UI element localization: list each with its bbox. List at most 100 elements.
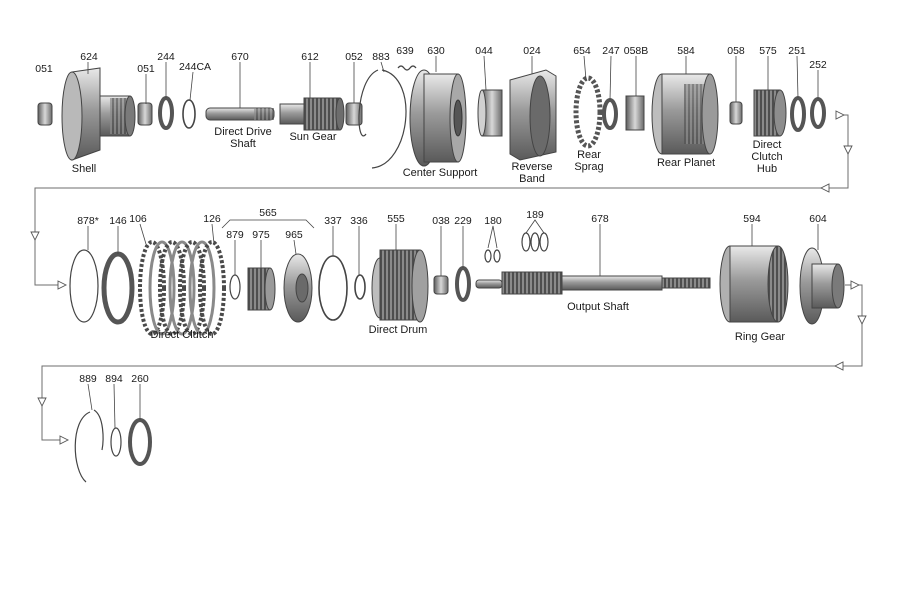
part-number: 126 [203, 213, 221, 225]
part-number: 146 [109, 215, 127, 227]
part-146-plate [101, 251, 135, 325]
part-624-shell [61, 67, 136, 161]
flow-arrow-down [37, 397, 47, 408]
part-number: 965 [285, 229, 303, 241]
part-number: 565 [259, 207, 277, 219]
part-caption: Sun Gear [289, 131, 336, 143]
part-number: 594 [743, 213, 761, 225]
part-252-washer [810, 97, 826, 129]
part-654-rear-sprag [573, 75, 603, 149]
flow-arrow-right [850, 280, 861, 290]
part-number: 058 [727, 45, 745, 57]
caption-line: Shell [72, 163, 96, 175]
flow-arrow-right [57, 280, 68, 290]
part-879-ring [229, 274, 241, 300]
part-number: 229 [454, 215, 472, 227]
caption-line: Clutch [751, 151, 782, 163]
caption-line: Shaft [230, 138, 256, 150]
part-number: 189 [526, 209, 544, 221]
part-number: 624 [80, 51, 98, 63]
part-number: 555 [387, 213, 405, 225]
part-604-flange [799, 247, 845, 325]
part-number: 336 [350, 215, 368, 227]
part-106-126-direct-clutch-pack [138, 240, 226, 336]
part-number: 260 [131, 373, 149, 385]
part-894-ring [110, 427, 122, 457]
part-caption: Direct Drum [369, 324, 428, 336]
part-058b-race [625, 95, 645, 131]
part-180-seal-rings [484, 249, 501, 263]
part-251-washer [790, 96, 806, 132]
caption-line: Sprag [574, 161, 603, 173]
part-number: 612 [301, 51, 319, 63]
part-244ca-ring [182, 99, 196, 129]
part-878-snap-ring [69, 249, 99, 323]
part-caption: Direct Clutch [151, 329, 214, 341]
part-number: 337 [324, 215, 342, 227]
part-189-seal-rings [521, 232, 549, 252]
part-number: 024 [523, 45, 541, 57]
part-584-rear-planet [651, 73, 719, 155]
part-051-bushing-2 [137, 102, 153, 126]
part-630-center-support [409, 69, 467, 167]
part-number: 879 [226, 229, 244, 241]
part-number: 883 [372, 51, 390, 63]
row-1-parts [37, 65, 826, 169]
part-number: 051 [137, 63, 155, 75]
part-058-bushing [729, 101, 743, 125]
part-975-spring-assembly [247, 267, 276, 311]
caption-line: Hub [757, 163, 777, 175]
part-number: 678 [591, 213, 609, 225]
part-244-washer [158, 96, 174, 130]
caption-line: Rear Planet [657, 157, 715, 169]
part-555-direct-drum [371, 249, 429, 323]
caption-line: Direct Clutch [151, 329, 214, 341]
flow-arrow-down [30, 231, 40, 242]
caption-line: Center Support [403, 167, 478, 179]
part-260-washer [128, 418, 152, 466]
part-number: 251 [788, 45, 806, 57]
part-336-seal [354, 274, 366, 300]
flow-arrows [30, 110, 867, 445]
part-number: 051 [35, 63, 53, 75]
caption-line: Ring Gear [735, 331, 785, 343]
flow-arrow-down [843, 145, 853, 156]
part-caption: Shell [72, 163, 96, 175]
part-number: 575 [759, 45, 777, 57]
flow-arrow-left [833, 361, 844, 371]
caption-line: Output Shaft [567, 301, 629, 313]
part-number: 878* [77, 215, 99, 227]
part-number: 654 [573, 45, 591, 57]
caption-line: Sun Gear [289, 131, 336, 143]
part-number: 639 [396, 45, 414, 57]
part-678-output-shaft [475, 271, 711, 295]
part-number: 244 [157, 51, 175, 63]
part-965-piston [283, 253, 313, 323]
part-caption: Ring Gear [735, 331, 785, 343]
part-number: 670 [231, 51, 249, 63]
part-number: 889 [79, 373, 97, 385]
flow-arrow-down [857, 315, 867, 326]
part-caption: Output Shaft [567, 301, 629, 313]
part-889-snap-ring [74, 409, 104, 483]
part-number: 244CA [179, 61, 211, 73]
part-number: 106 [129, 213, 147, 225]
part-639-spring [397, 65, 417, 71]
caption-line: Direct Drum [369, 324, 428, 336]
caption-line: Band [519, 173, 545, 185]
part-number: 894 [105, 373, 123, 385]
part-337-seal [318, 255, 348, 321]
part-number: 044 [475, 45, 493, 57]
part-number: 252 [809, 59, 827, 71]
part-number: 180 [484, 215, 502, 227]
part-044-race [477, 89, 503, 137]
part-number: 975 [252, 229, 270, 241]
caption-line: Direct [753, 139, 782, 151]
row-3-parts [74, 409, 152, 483]
row-2-parts [69, 232, 845, 336]
part-612-sun-gear [279, 97, 345, 131]
